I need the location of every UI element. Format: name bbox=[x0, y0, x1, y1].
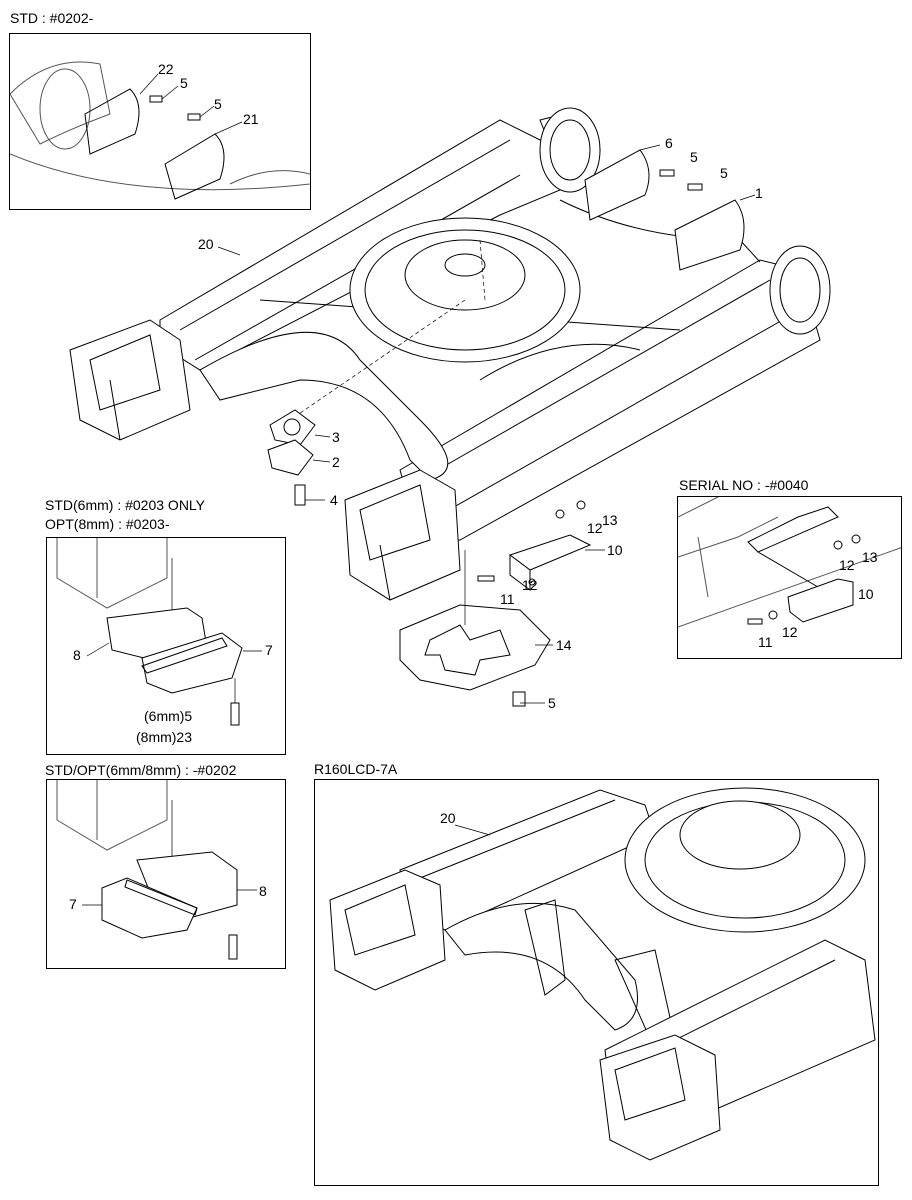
caption-serial-no: SERIAL NO : -#0040 bbox=[679, 477, 809, 493]
caption-model: R160LCD-7A bbox=[314, 761, 398, 777]
label-part-6: 6 bbox=[665, 135, 673, 151]
label-part-22: 22 bbox=[158, 61, 174, 77]
label-part-2: 2 bbox=[332, 454, 340, 470]
inset-serial-no: 13 12 10 12 11 bbox=[677, 496, 902, 659]
label-part-5a: 5 bbox=[690, 149, 698, 165]
label-part-20-model: 20 bbox=[440, 810, 456, 826]
label-serial-12b: 12 bbox=[782, 624, 798, 640]
inset-std-opt-0202: 8 7 bbox=[46, 779, 286, 969]
caption-std-0202: STD : #0202- bbox=[10, 10, 94, 26]
label-part-14: 14 bbox=[556, 637, 572, 653]
leader-lines bbox=[217, 144, 756, 704]
label-part-4: 4 bbox=[330, 492, 338, 508]
caption-std-6mm: STD(6mm) : #0203 ONLY bbox=[45, 497, 206, 513]
label-part-6mm-5: (6mm)5 bbox=[144, 708, 192, 724]
label-part-8-0202: 8 bbox=[259, 883, 267, 899]
label-part-5-top-a: 5 bbox=[180, 75, 188, 91]
label-serial-12a: 12 bbox=[839, 557, 855, 573]
inset-6mm-8mm: 8 7 (6mm)5 (8mm)23 bbox=[46, 537, 286, 755]
right-track-frame-end bbox=[344, 469, 461, 601]
label-serial-11: 11 bbox=[758, 634, 773, 650]
label-serial-10: 10 bbox=[858, 586, 874, 602]
label-part-12a: 12 bbox=[587, 520, 603, 536]
cover-plate-1 bbox=[674, 199, 745, 271]
inset-serial-no-drawing: 13 12 10 12 11 bbox=[678, 497, 901, 650]
inset-r160lcd-7a: 20 bbox=[314, 779, 879, 1186]
label-part-11: 11 bbox=[500, 591, 515, 607]
inset-r160lcd-7a-drawing: 20 bbox=[329, 787, 876, 1161]
inset-std-0202: 22 5 5 21 bbox=[9, 33, 311, 210]
label-part-1: 1 bbox=[755, 185, 763, 201]
under-cover-14 bbox=[399, 550, 551, 691]
caption-opt-8mm: OPT(8mm) : #0203- bbox=[45, 516, 170, 532]
label-part-5b: 5 bbox=[720, 165, 728, 181]
label-part-8-6mm: 8 bbox=[73, 647, 81, 663]
inset-std-opt-0202-drawing: 8 7 bbox=[56, 780, 267, 960]
label-part-12b: 12 bbox=[522, 577, 538, 593]
label-part-7-0202: 7 bbox=[69, 896, 77, 912]
label-part-3: 3 bbox=[332, 429, 340, 445]
cover-plate-6 bbox=[584, 149, 650, 221]
label-part-8mm-23: (8mm)23 bbox=[136, 729, 192, 745]
left-track-frame-end bbox=[69, 319, 191, 441]
caption-std-opt-0202: STD/OPT(6mm/8mm) : -#0202 bbox=[45, 762, 237, 778]
bolt-5-icons bbox=[512, 169, 703, 707]
label-part-5-top-b: 5 bbox=[214, 96, 222, 112]
inset-6mm-8mm-drawing: 8 7 (6mm)5 (8mm)23 bbox=[56, 538, 273, 745]
label-part-21: 21 bbox=[243, 111, 259, 127]
inset-std-0202-drawing: 22 5 5 21 bbox=[10, 61, 310, 200]
label-part-7-6mm: 7 bbox=[265, 642, 273, 658]
label-part-20: 20 bbox=[198, 236, 214, 252]
label-part-13: 13 bbox=[602, 512, 618, 528]
plate-3-and-2 bbox=[267, 409, 316, 506]
label-serial-13: 13 bbox=[862, 549, 878, 565]
bracket-10-assembly bbox=[477, 500, 592, 591]
label-part-5c: 5 bbox=[548, 695, 556, 711]
label-part-10: 10 bbox=[607, 542, 623, 558]
swing-bearing-ring bbox=[289, 217, 581, 421]
